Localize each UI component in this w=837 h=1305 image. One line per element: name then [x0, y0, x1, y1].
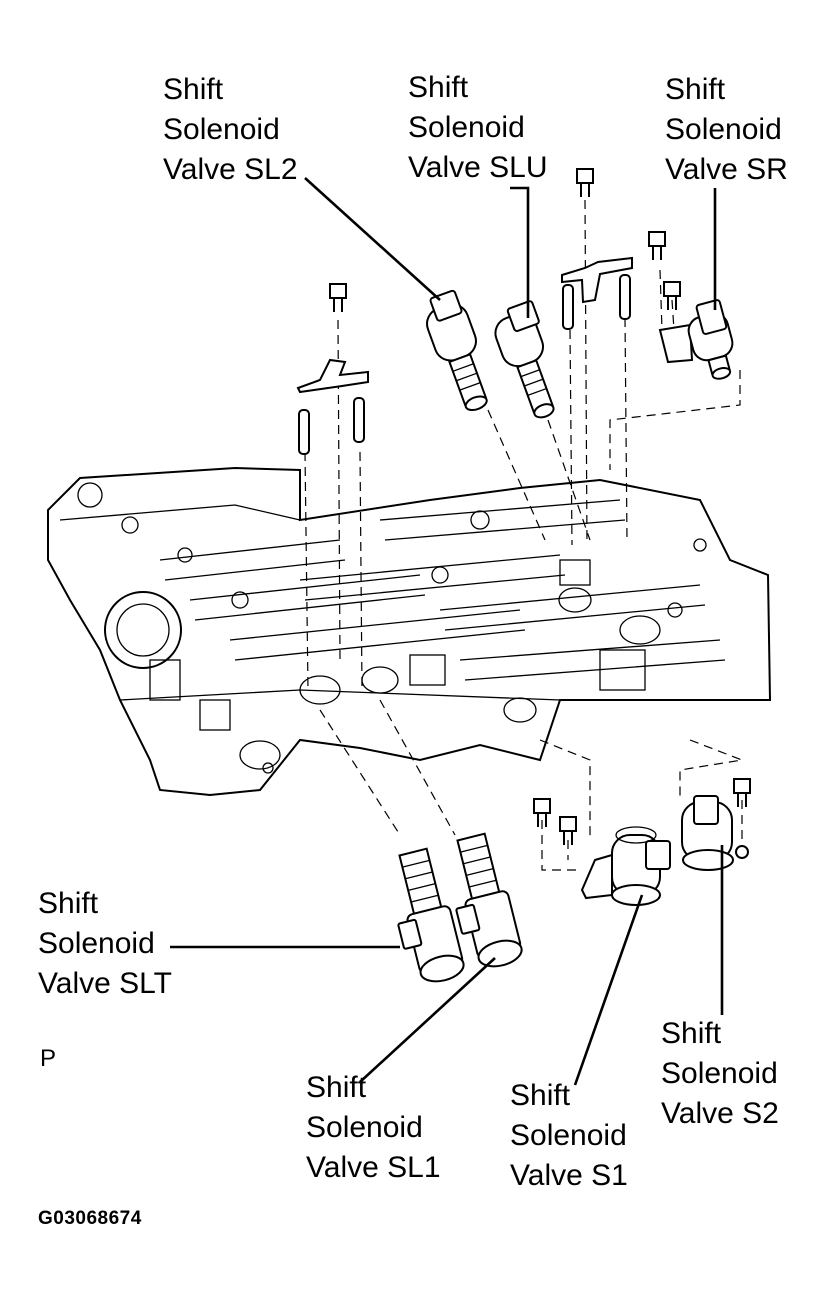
label-shift-solenoid-valve-sl2: Shift Solenoid Valve SL2 — [163, 70, 298, 190]
label-line: Solenoid — [661, 1057, 778, 1090]
label-line: Shift — [38, 887, 99, 920]
label-shift-solenoid-valve-s2: Shift Solenoid Valve S2 — [661, 1014, 779, 1134]
bolt — [663, 281, 681, 310]
view-marker: P — [40, 1045, 57, 1072]
label-line: Valve S1 — [510, 1159, 628, 1192]
alignment-lines — [304, 199, 745, 871]
solenoid-valve-slt — [397, 847, 465, 983]
bolt — [533, 798, 551, 827]
label-line: Shift — [665, 73, 726, 106]
valve-body — [47, 466, 772, 797]
bolt — [559, 816, 577, 845]
solenoid-valve-s2 — [681, 795, 749, 871]
mounting-bolts — [329, 168, 751, 845]
label-line: Solenoid — [306, 1111, 423, 1144]
figure-code: G03068674 — [38, 1208, 142, 1229]
label-line: Solenoid — [163, 113, 280, 146]
label-line: Valve SL1 — [306, 1151, 441, 1184]
label-line: Shift — [661, 1017, 722, 1050]
label-line: Solenoid — [510, 1119, 627, 1152]
solenoid-valve-sl1 — [455, 832, 523, 968]
lock-plates-and-pins — [296, 256, 694, 900]
solenoid-valve-sl2 — [426, 289, 488, 412]
label-line: Valve SLT — [38, 967, 172, 1000]
solenoid-valve-slu — [494, 300, 555, 419]
label-line: Valve S2 — [661, 1097, 779, 1130]
bolt — [329, 283, 347, 312]
label-line: Solenoid — [665, 113, 782, 146]
bolt — [733, 778, 751, 807]
label-line: Valve SL2 — [163, 153, 298, 186]
label-line: Valve SLU — [408, 151, 548, 184]
solenoid-valve-sr — [687, 299, 734, 380]
label-line: Valve SR — [665, 153, 788, 186]
label-line: Shift — [306, 1071, 367, 1104]
label-line: Shift — [163, 73, 224, 106]
label-shift-solenoid-valve-sl1: Shift Solenoid Valve SL1 — [306, 1068, 441, 1188]
bolt — [576, 168, 594, 197]
label-shift-solenoid-valve-slt: Shift Solenoid Valve SLT — [38, 884, 172, 1004]
bolt — [648, 231, 666, 260]
label-line: Shift — [408, 71, 469, 104]
label-line: Solenoid — [38, 927, 155, 960]
label-line: Solenoid — [408, 111, 525, 144]
solenoid-valve-s1 — [611, 826, 671, 906]
leader-lines — [170, 177, 724, 1086]
label-line: Shift — [510, 1079, 571, 1112]
label-shift-solenoid-valve-sr: Shift Solenoid Valve SR — [665, 70, 788, 190]
label-shift-solenoid-valve-s1: Shift Solenoid Valve S1 — [510, 1076, 628, 1196]
label-shift-solenoid-valve-slu: Shift Solenoid Valve SLU — [408, 68, 548, 188]
